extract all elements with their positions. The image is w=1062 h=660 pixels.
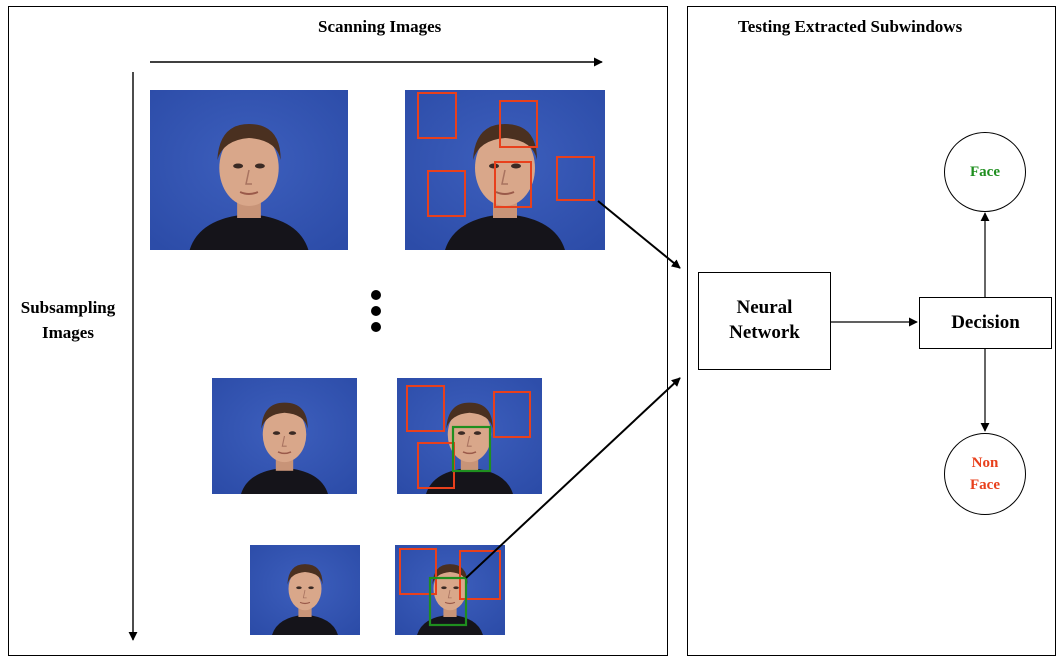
- neural-network-line2: Network: [729, 322, 800, 343]
- face-outcome-label: Face: [970, 163, 1000, 180]
- neural-network-line1: Neural: [736, 297, 793, 319]
- non-face-label-line1: Non: [971, 454, 999, 471]
- face-photo-large-1: [150, 90, 348, 250]
- non-face-label-line2: Face: [970, 477, 1000, 493]
- face-photo-large-2: [405, 90, 605, 250]
- face-outcome-circle: Face: [944, 132, 1026, 212]
- neural-network-box: Neural Network: [698, 272, 831, 370]
- subsampling-label: Subsampling Images: [8, 296, 128, 345]
- subsampling-label-line1: Subsampling: [20, 298, 116, 317]
- face-photo-medium-2: [397, 378, 542, 494]
- face-photo-small-2: [395, 545, 505, 635]
- subsampling-label-line2: Images: [42, 322, 94, 342]
- non-face-outcome-circle: Non Face: [944, 433, 1026, 515]
- face-photo-small-1: [250, 545, 360, 635]
- decision-box: Decision: [919, 297, 1052, 349]
- decision-label: Decision: [951, 311, 1020, 333]
- scanning-title: Scanning Images: [318, 17, 442, 36]
- face-photo-medium-1: [212, 378, 357, 494]
- testing-title: Testing Extracted Subwindows: [738, 17, 963, 36]
